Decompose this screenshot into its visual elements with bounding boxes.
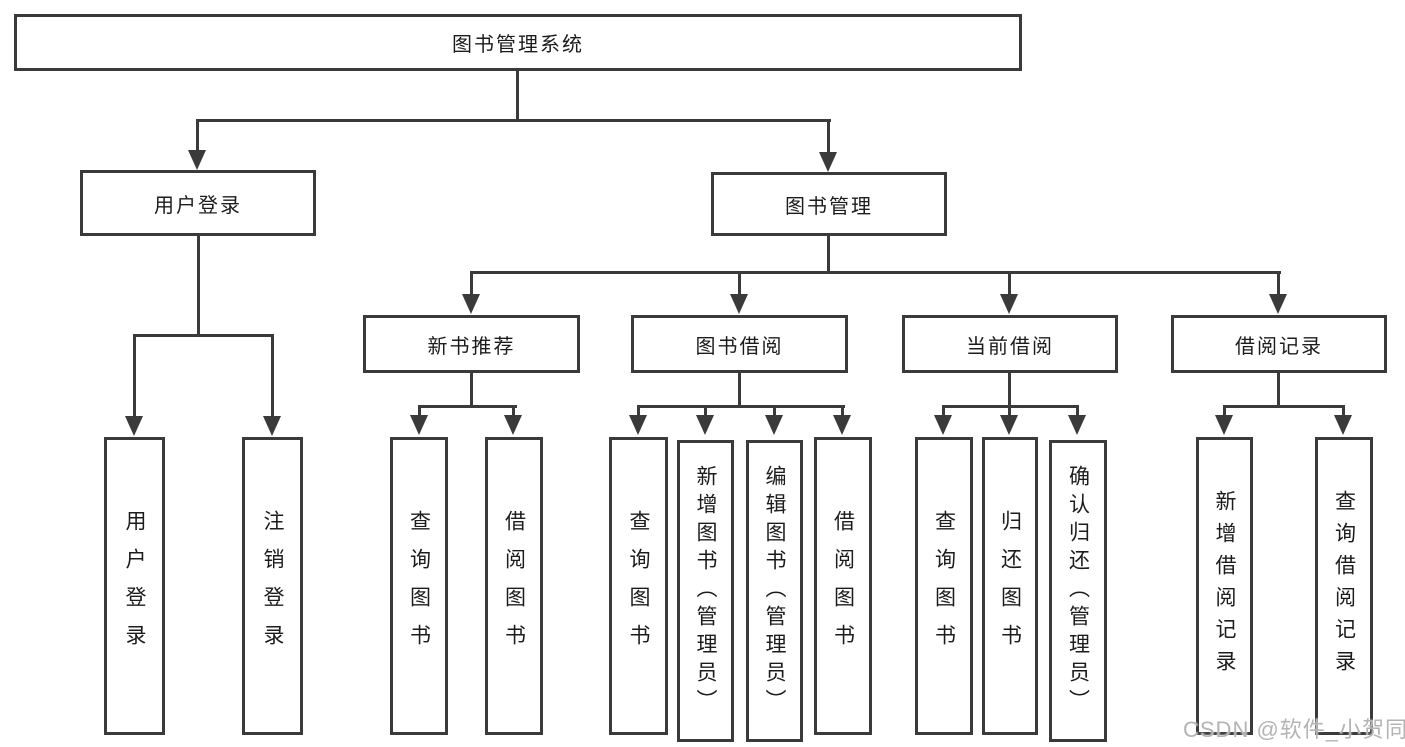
node-label: 查询借阅记录: [1332, 490, 1356, 682]
connector-line: [418, 405, 517, 408]
node-label: 新增借阅记录: [1213, 490, 1236, 682]
node-leaf-query-book-current: 查询图书: [915, 437, 973, 735]
connector-line: [196, 119, 199, 153]
node-leaf-borrow-book-borrow: 借阅图书: [814, 437, 872, 735]
arrow-down-icon: [1269, 294, 1287, 314]
arrow-down-icon: [819, 152, 837, 172]
connector-line: [637, 405, 845, 408]
node-leaf-add-borrow-record: 新增借阅记录: [1196, 437, 1253, 735]
connector-line: [133, 334, 274, 337]
connector-line: [841, 405, 844, 416]
connector-line: [1008, 271, 1011, 298]
connector-line: [1076, 405, 1079, 416]
node-leaf-return-book: 归还图书: [982, 437, 1038, 735]
connector-line: [1277, 271, 1280, 298]
arrow-down-icon: [504, 415, 522, 435]
node-label: 当前借阅: [966, 335, 1054, 358]
connector-line: [1342, 405, 1345, 416]
node-book-borrow: 图书借阅: [631, 315, 848, 373]
connector-line: [827, 119, 830, 155]
node-borrow-record: 借阅记录: [1171, 315, 1387, 373]
arrow-down-icon: [1215, 415, 1233, 435]
connector-line: [773, 405, 776, 416]
node-book-management: 图书管理: [711, 172, 947, 236]
node-leaf-query-book-recommend: 查询图书: [390, 437, 448, 735]
arrow-down-icon: [765, 415, 783, 435]
connector-line: [942, 405, 945, 416]
node-label: 图书管理: [785, 195, 873, 218]
node-root: 图书管理系统: [14, 14, 1022, 71]
node-leaf-query-borrow-record: 查询借阅记录: [1315, 437, 1373, 735]
arrow-down-icon: [263, 416, 281, 436]
node-leaf-user-login: 用户登录: [104, 437, 165, 735]
connector-line: [704, 405, 707, 416]
arrow-down-icon: [934, 415, 952, 435]
arrow-down-icon: [188, 150, 206, 170]
node-current-borrow: 当前借阅: [902, 315, 1118, 373]
arrow-down-icon: [462, 294, 480, 314]
node-leaf-add-book-admin: 新增图书（管理员）: [677, 440, 734, 742]
connector-line: [1277, 372, 1280, 408]
connector-line: [1223, 405, 1345, 408]
connector-line: [1223, 405, 1226, 416]
node-label: 用户登录: [123, 510, 146, 662]
arrow-down-icon: [730, 294, 748, 314]
node-label: 图书管理系统: [452, 34, 584, 56]
node-label: 用户登录: [154, 194, 242, 217]
connector-line: [418, 405, 421, 416]
connector-line: [738, 271, 741, 298]
node-leaf-logout: 注销登录: [242, 437, 303, 735]
node-label: 借阅记录: [1235, 335, 1323, 358]
node-label: 新书推荐: [427, 335, 516, 358]
connector-line: [1008, 405, 1011, 416]
arrow-down-icon: [1068, 415, 1086, 435]
node-leaf-confirm-return-admin: 确认归还（管理员）: [1049, 440, 1107, 742]
node-label: 归还图书: [998, 510, 1022, 662]
node-label: 借阅图书: [831, 510, 855, 662]
node-leaf-edit-book-admin: 编辑图书（管理员）: [746, 440, 803, 742]
connector-line: [470, 271, 473, 298]
node-label: 新增图书（管理员）: [694, 465, 717, 717]
connector-line: [1008, 372, 1011, 408]
node-label: 编辑图书（管理员）: [763, 465, 786, 717]
connector-line: [271, 334, 274, 418]
connector-line: [637, 405, 640, 416]
connector-line: [197, 234, 200, 337]
arrow-down-icon: [410, 415, 428, 435]
arrow-down-icon: [1000, 415, 1018, 435]
node-label: 查询图书: [407, 510, 431, 662]
node-leaf-borrow-book-recommend: 借阅图书: [485, 437, 543, 735]
node-label: 注销登录: [261, 510, 284, 662]
arrow-down-icon: [1334, 415, 1352, 435]
connector-line: [738, 372, 741, 408]
node-label: 借阅图书: [502, 510, 526, 662]
node-user-login: 用户登录: [80, 170, 316, 236]
connector-line: [516, 70, 519, 122]
arrow-down-icon: [833, 415, 851, 435]
connector-line: [470, 271, 1281, 274]
node-label: 查询图书: [627, 510, 650, 662]
connector-line: [196, 119, 831, 122]
connector-line: [470, 372, 473, 408]
node-leaf-query-book-borrow: 查询图书: [609, 437, 668, 735]
connector-line: [133, 334, 136, 418]
node-new-book-recommend: 新书推荐: [363, 315, 580, 373]
watermark-text: CSDN @软件_小贺同学: [1183, 717, 1405, 742]
node-label: 确认归还（管理员）: [1066, 465, 1090, 717]
arrow-down-icon: [696, 415, 714, 435]
node-label: 查询图书: [932, 510, 956, 662]
connector-line: [827, 234, 830, 274]
connector-line: [512, 405, 515, 416]
arrow-down-icon: [125, 416, 143, 436]
arrow-down-icon: [629, 415, 647, 435]
node-label: 图书借阅: [695, 335, 784, 358]
arrow-down-icon: [1000, 294, 1018, 314]
